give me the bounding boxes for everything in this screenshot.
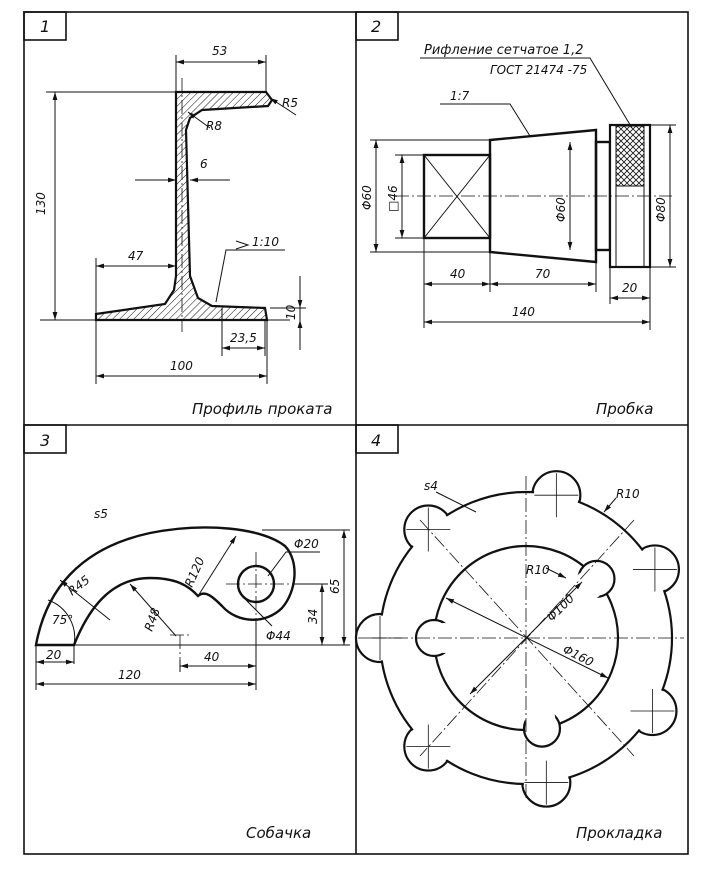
dim-20: 20: [46, 648, 62, 662]
dim-r8: R8: [206, 119, 222, 133]
dim-140: 140: [512, 305, 535, 319]
dim-r120: R120: [182, 555, 208, 590]
dim-dia-44: Φ44: [266, 629, 291, 643]
dim-47: 47: [128, 249, 144, 263]
panel-2-number: 2: [371, 17, 381, 36]
dim-r5: R5: [282, 96, 298, 110]
dim-70: 70: [535, 267, 551, 281]
panel-1-caption: Профиль проката: [192, 400, 332, 418]
dim-r10-inner: R10: [526, 563, 550, 577]
boss-center-mark: [534, 473, 579, 518]
dim-dia-20: Φ20: [294, 537, 319, 551]
panel-4-caption: Прокладка: [576, 824, 662, 842]
dim-square-46: □46: [386, 185, 400, 212]
sheet-frame: [23, 11, 689, 855]
boss-center-mark: [524, 760, 569, 805]
panel-4-number: 4: [371, 431, 381, 450]
panel-3-dimensions: [35, 529, 350, 690]
dim-23-5: 23,5: [230, 331, 257, 345]
dim-dia-60-inner: Φ60: [554, 197, 568, 222]
dim-53: 53: [212, 44, 227, 58]
boss-center-mark: [630, 689, 675, 733]
dim-40: 40: [450, 267, 466, 281]
panel-4-dimensions: [372, 476, 684, 800]
i-beam-profile: [40, 78, 290, 332]
dim-s4: s4: [424, 479, 438, 493]
gasket: [354, 470, 681, 808]
boss-center-mark: [632, 547, 677, 592]
panel-2-caption: Пробка: [596, 400, 653, 418]
dim-r48: R48: [142, 606, 163, 633]
knurl-note-line-2: ГОСТ 21474 -75: [490, 63, 587, 77]
dim-angle-75: 75°: [52, 613, 73, 627]
dim-dia-60-left: Φ60: [360, 185, 374, 210]
dim-r10-outer: R10: [616, 487, 640, 501]
dim-40: 40: [204, 650, 220, 664]
dim-34: 34: [306, 609, 320, 624]
dim-120: 120: [118, 668, 141, 682]
dim-100: 100: [170, 359, 193, 373]
boss-center-mark: [406, 724, 451, 769]
dim-130: 130: [34, 192, 48, 215]
panel-2-dimensions: [370, 57, 676, 330]
knurl-note-line-1: Рифление сетчатое 1,2: [424, 43, 584, 58]
dim-6: 6: [200, 157, 208, 171]
plug-body: [395, 123, 672, 269]
dim-20: 20: [622, 281, 638, 295]
dim-s5: s5: [94, 507, 108, 521]
panel-3-number: 3: [40, 431, 50, 450]
panel-1-dimensions: [46, 55, 306, 384]
dim-dia-80: Φ80: [654, 197, 668, 222]
panel-1-number: 1: [40, 17, 50, 36]
dim-10: 10: [284, 304, 298, 320]
panel-3-caption: Собачка: [246, 824, 311, 842]
dim-65: 65: [328, 579, 342, 594]
dim-taper-1-7: 1:7: [450, 89, 470, 103]
dim-slope-1-10: 1:10: [252, 235, 279, 249]
